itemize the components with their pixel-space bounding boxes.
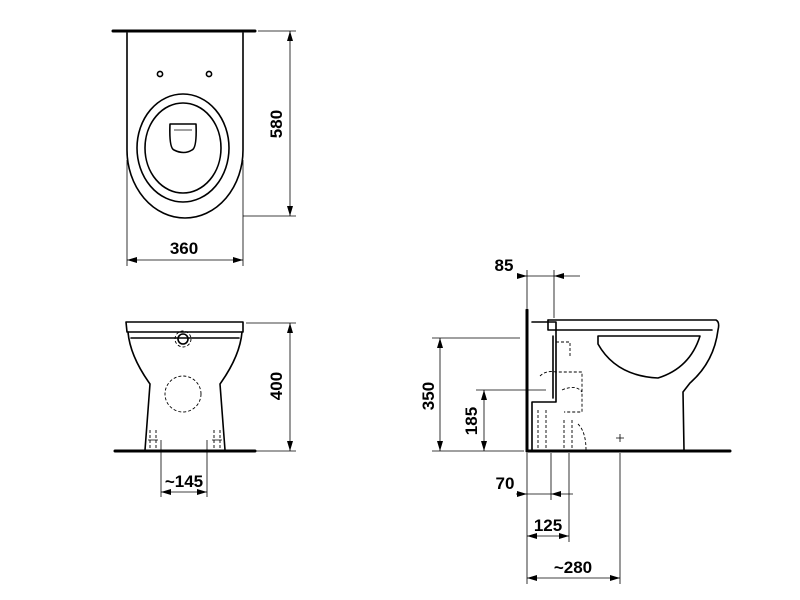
dim-85-label: 85 — [495, 256, 514, 275]
dim-185-label: 185 — [462, 407, 481, 435]
front-view-pedestal — [127, 331, 243, 451]
dim-85-arrow-right — [554, 273, 564, 279]
dim-70-arrow-left — [517, 491, 527, 497]
dim-125-label: 125 — [534, 516, 562, 535]
top-view-bowl-inner — [144, 102, 222, 194]
dim-360-arrow-right — [233, 257, 243, 263]
dim-580-arrow-bottom — [287, 206, 293, 216]
dim-145-arrow-left — [161, 489, 171, 495]
side-view-outlet-pipe — [531, 321, 557, 451]
side-view-bowl-inner — [597, 335, 701, 379]
top-view-hinge-hole-right — [205, 70, 213, 78]
dim-280-arrow-right — [610, 575, 620, 581]
dim-350-label: 350 — [419, 382, 438, 410]
dim-70-arrow-right — [551, 491, 561, 497]
top-view-bowl-rim — [136, 93, 230, 203]
dim-400-label: 400 — [267, 372, 286, 400]
dim-145-arrow-right — [197, 489, 207, 495]
front-view-fixings — [149, 430, 221, 448]
top-view-drain — [169, 123, 197, 154]
dim-580-label: 580 — [267, 110, 286, 138]
dim-400-arrow-top — [287, 323, 293, 333]
top-view-hinge-hole-left — [156, 70, 164, 78]
top-view: 580 360 — [111, 29, 296, 266]
front-view-outlet-dashed — [164, 375, 202, 413]
dim-125-arrow-right — [559, 533, 569, 539]
dim-125-arrow-left — [527, 533, 537, 539]
dim-360-arrow-left — [127, 257, 137, 263]
front-view-flush-hole — [177, 333, 189, 345]
dim-185-arrow-top — [481, 390, 487, 400]
dim-280-label: ~280 — [554, 558, 592, 577]
front-view-flush-dashed — [174, 330, 192, 348]
dim-580-arrow-top — [287, 31, 293, 41]
side-view-seat — [547, 319, 713, 331]
dim-70-label: 70 — [496, 474, 515, 493]
side-view-trap-curve — [561, 387, 583, 393]
side-view-trap-hidden — [537, 341, 587, 451]
dim-360-label: 360 — [170, 239, 198, 258]
side-view-bowl-outline — [547, 319, 720, 451]
side-view-center-mark — [616, 434, 624, 442]
dim-185-arrow-bottom — [481, 441, 487, 451]
front-view: 400 ~145 — [113, 321, 296, 497]
dim-145-label: ~145 — [165, 472, 203, 491]
dim-350-arrow-top — [437, 338, 443, 348]
dim-280-arrow-left — [527, 575, 537, 581]
dim-400-arrow-bottom — [287, 441, 293, 451]
top-view-bowl-outline — [126, 32, 244, 219]
dim-85-arrow-left — [517, 273, 527, 279]
dim-350-arrow-bottom — [437, 441, 443, 451]
side-view: 85 350 185 70 125 ~280 — [419, 256, 732, 584]
front-view-seat — [125, 321, 244, 333]
